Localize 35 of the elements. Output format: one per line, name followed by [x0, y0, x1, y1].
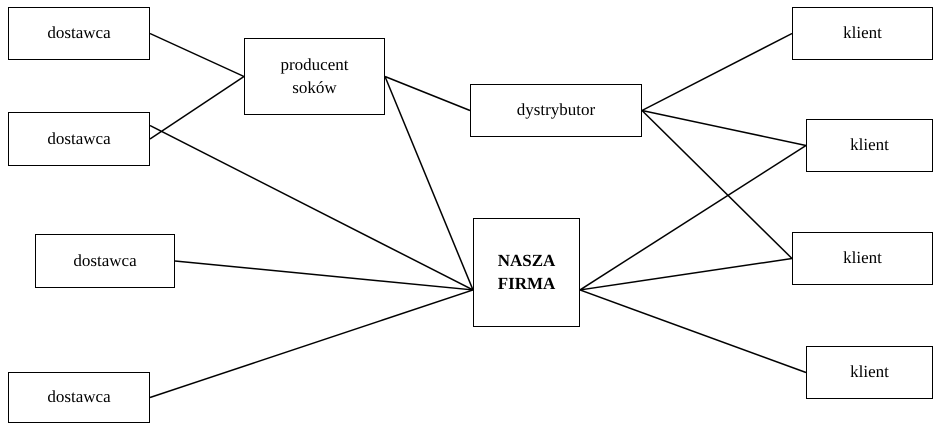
node-label: dystrybutor: [516, 99, 596, 122]
connector-line: [384, 76, 474, 290]
connector-line: [150, 124, 474, 291]
node-label: klient: [850, 361, 889, 384]
process-box: [792, 232, 933, 285]
connector-line: [642, 110, 806, 146]
process-box: [473, 218, 580, 327]
connector-line: [580, 144, 806, 291]
connector-line: [150, 76, 244, 140]
process-box: [244, 38, 385, 115]
process-box: [806, 346, 933, 399]
process-box: [470, 84, 642, 137]
node-label: dostawca: [73, 250, 137, 272]
connector-line: [384, 76, 470, 112]
process-box: [8, 7, 150, 60]
node-label: producent soków: [280, 54, 350, 98]
node-label: NASZA FIRMA: [496, 250, 556, 294]
node-label: dostawca: [47, 22, 111, 44]
connector-line: [150, 289, 474, 398]
process-box: [806, 119, 933, 172]
process-box: [8, 372, 150, 423]
process-box: [35, 234, 175, 288]
node-label: klient: [843, 247, 882, 270]
connector-line: [174, 260, 474, 291]
node-label: dostawca: [47, 386, 111, 408]
process-box: [8, 112, 150, 166]
node-label: dostawca: [47, 128, 111, 150]
node-label: klient: [850, 134, 889, 156]
process-box: [792, 7, 933, 60]
connector-line: [641, 110, 793, 260]
connector-line: [642, 32, 792, 112]
connector-line: [580, 289, 806, 374]
node-label: klient: [843, 22, 882, 44]
connector-line: [150, 32, 244, 78]
connector-line: [580, 258, 792, 291]
